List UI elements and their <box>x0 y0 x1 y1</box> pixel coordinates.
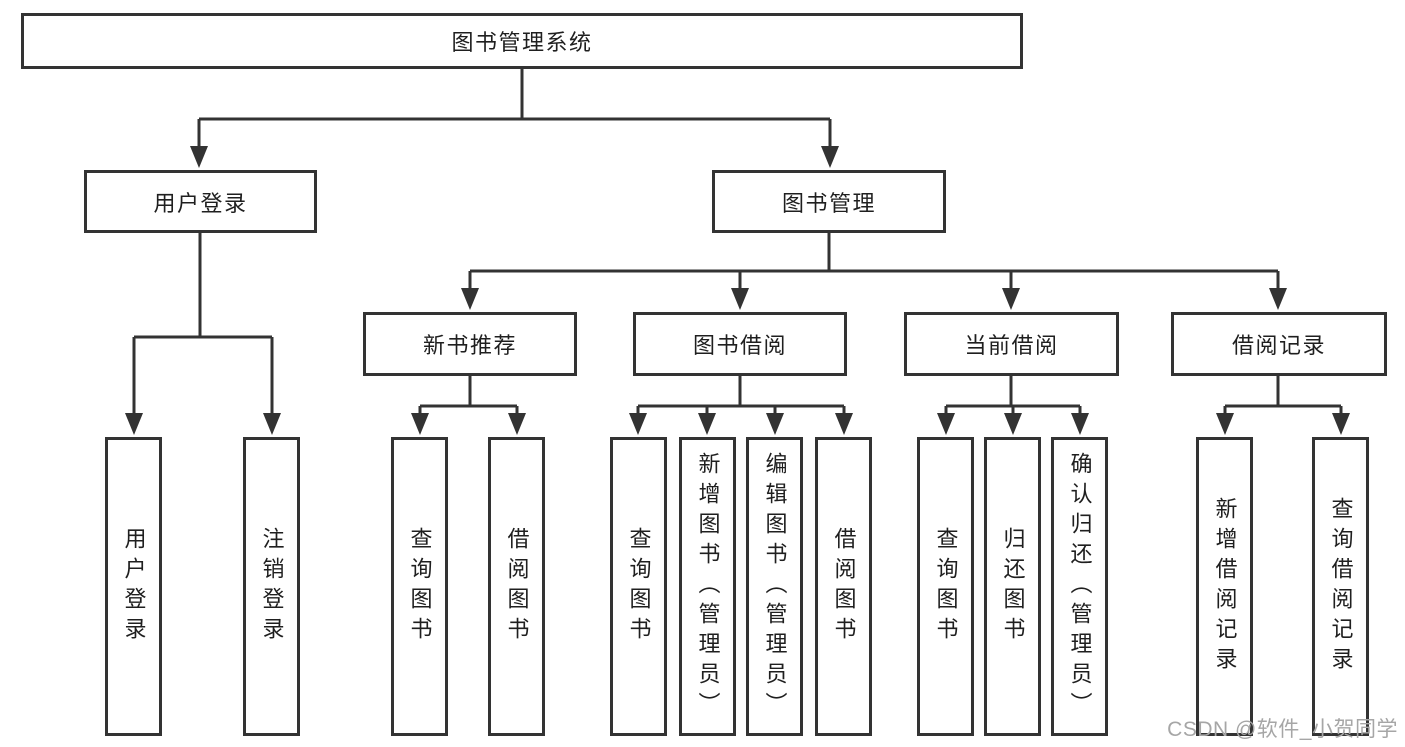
node-root: 图书管理系统 <box>21 13 1023 69</box>
leaf-user-login-label: 用户登录 <box>121 526 147 647</box>
leaf-newbook-query-label: 查询图书 <box>407 526 433 647</box>
node-current-borrow-label: 当前借阅 <box>964 333 1059 358</box>
leaf-current-query: 查询图书 <box>917 437 974 736</box>
leaf-newbook-query: 查询图书 <box>391 437 448 736</box>
leaf-borrow-add: 新增图书（管理员） <box>679 437 736 736</box>
leaf-borrow-borrow-label: 借阅图书 <box>831 526 857 647</box>
leaf-logout: 注销登录 <box>243 437 300 736</box>
node-user-login-label: 用户登录 <box>153 190 248 216</box>
leaf-current-confirm-label: 确认归还（管理员） <box>1067 451 1093 722</box>
node-root-label: 图书管理系统 <box>451 30 593 55</box>
leaf-borrow-query-label: 查询图书 <box>626 526 652 647</box>
node-book-borrow-label: 图书借阅 <box>692 333 787 358</box>
leaf-record-add-label: 新增借阅记录 <box>1212 496 1238 677</box>
leaf-record-query-label: 查询借阅记录 <box>1328 496 1354 677</box>
node-new-book-rec: 新书推荐 <box>363 312 577 376</box>
leaf-logout-label: 注销登录 <box>259 526 285 647</box>
leaf-current-return: 归还图书 <box>984 437 1041 736</box>
leaf-borrow-query: 查询图书 <box>610 437 667 736</box>
csdn-watermark: CSDN @软件_小贺同学 <box>1167 718 1398 741</box>
node-borrow-record-label: 借阅记录 <box>1231 333 1326 358</box>
leaf-newbook-borrow-label: 借阅图书 <box>504 526 530 647</box>
node-borrow-record: 借阅记录 <box>1171 312 1387 376</box>
leaf-borrow-edit: 编辑图书（管理员） <box>746 437 803 736</box>
node-current-borrow: 当前借阅 <box>904 312 1119 376</box>
leaf-current-return-label: 归还图书 <box>1000 526 1026 647</box>
node-book-mgmt-label: 图书管理 <box>781 190 876 216</box>
leaf-user-login: 用户登录 <box>105 437 162 736</box>
leaf-borrow-borrow: 借阅图书 <box>815 437 872 736</box>
arrowheads <box>125 146 1350 435</box>
leaf-record-add: 新增借阅记录 <box>1196 437 1253 736</box>
leaf-borrow-edit-label: 编辑图书（管理员） <box>762 451 788 722</box>
leaf-borrow-add-label: 新增图书（管理员） <box>695 451 721 722</box>
node-book-borrow: 图书借阅 <box>633 312 847 376</box>
leaf-record-query: 查询借阅记录 <box>1312 437 1369 736</box>
leaf-current-query-label: 查询图书 <box>933 526 959 647</box>
leaf-newbook-borrow: 借阅图书 <box>488 437 545 736</box>
leaf-current-confirm: 确认归还（管理员） <box>1051 437 1108 736</box>
node-user-login: 用户登录 <box>84 170 317 233</box>
node-new-book-rec-label: 新书推荐 <box>422 333 517 358</box>
node-book-mgmt: 图书管理 <box>712 170 946 233</box>
